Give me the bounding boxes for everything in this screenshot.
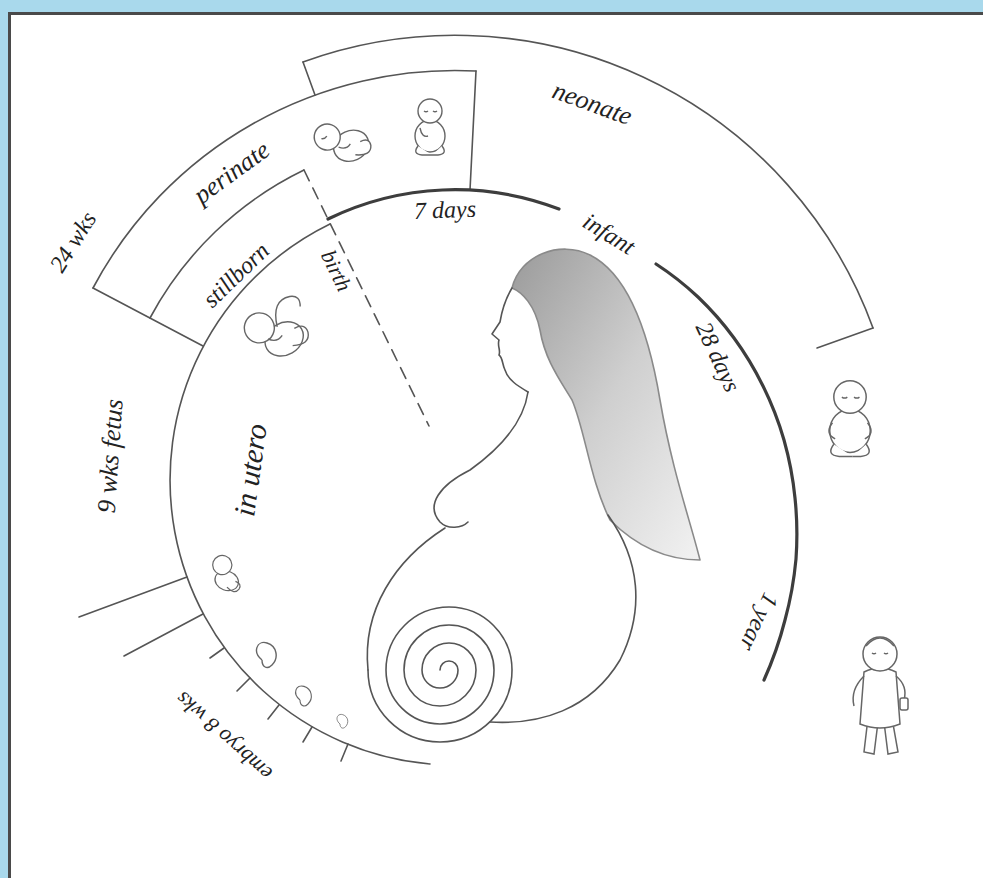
toddler-figure <box>853 637 908 754</box>
fetus-head <box>210 553 235 578</box>
stage-label: 7 days <box>414 196 477 225</box>
toddler-arm <box>896 676 905 700</box>
week-24-line <box>93 288 203 346</box>
embryo-tick <box>303 727 312 742</box>
mother-face <box>492 288 528 392</box>
toddler-head <box>863 637 897 671</box>
birth-line <box>304 170 429 426</box>
baby-head <box>418 99 442 123</box>
toddler-toy <box>900 698 908 710</box>
stage-label: 1 year <box>734 589 784 655</box>
baby-leg <box>853 444 870 456</box>
perinate-arc <box>93 70 476 288</box>
embryo-figures <box>257 643 348 729</box>
stage-label: in utero <box>227 422 273 519</box>
week-9-line <box>79 577 187 617</box>
baby-head <box>310 120 345 155</box>
baby-leg <box>432 146 444 155</box>
baby-leg <box>831 444 853 456</box>
sitting-newborn-figure <box>415 99 445 155</box>
neonate-join-line <box>303 62 315 95</box>
stage-label: 24 wks <box>44 207 101 277</box>
embryo-figure <box>257 643 277 668</box>
baby-leg <box>416 146 432 155</box>
embryo-figure <box>296 686 312 706</box>
baby-leg <box>351 138 373 158</box>
embryo-figure <box>337 714 348 728</box>
baby-arm <box>339 142 351 150</box>
week-8-line <box>124 614 203 656</box>
stage-label: 9 wks fetus <box>93 398 129 514</box>
fetus-leg <box>286 323 312 348</box>
year-arc <box>656 264 797 680</box>
fetus-figure <box>239 291 320 369</box>
baby-head <box>834 381 866 413</box>
toddler-eye <box>872 652 888 654</box>
stage-label: infant <box>578 208 639 260</box>
mother-hair <box>512 249 700 560</box>
baby-arm <box>865 423 871 439</box>
mother-chest <box>434 392 528 527</box>
embryo-tick <box>341 744 348 761</box>
embryo-tick <box>237 678 250 691</box>
newborn-figure <box>310 110 374 173</box>
mother-figure <box>367 249 700 742</box>
stage-label: neonate <box>548 76 635 131</box>
toddler-arm <box>853 676 864 706</box>
in-utero-arc <box>170 224 430 764</box>
fetus-arm <box>268 332 283 344</box>
fetus-leg <box>226 579 241 593</box>
mother-back <box>490 515 636 722</box>
infant-figure <box>829 381 871 457</box>
baby-arm <box>829 423 835 439</box>
embryo-tick <box>210 648 224 658</box>
stage-label: birth <box>316 246 357 295</box>
fetus-head <box>239 307 280 348</box>
toddler-body <box>860 668 900 728</box>
day-7-line <box>470 71 476 190</box>
neonate-end-line <box>817 328 873 348</box>
small-fetus-figure <box>205 553 248 595</box>
baby-eye <box>842 397 860 398</box>
fetus-cord <box>267 292 305 326</box>
baby-eye <box>424 110 437 112</box>
stage-label: 28 days <box>690 318 745 396</box>
baby-arm <box>420 128 428 136</box>
stage-label: perinate <box>189 136 276 210</box>
embryo-tick <box>268 705 279 719</box>
stage-label: stillborn <box>198 237 275 313</box>
stage-label: embryo 8 wks <box>171 687 277 786</box>
toddler-hair <box>866 638 894 646</box>
baby-eye <box>321 136 327 139</box>
